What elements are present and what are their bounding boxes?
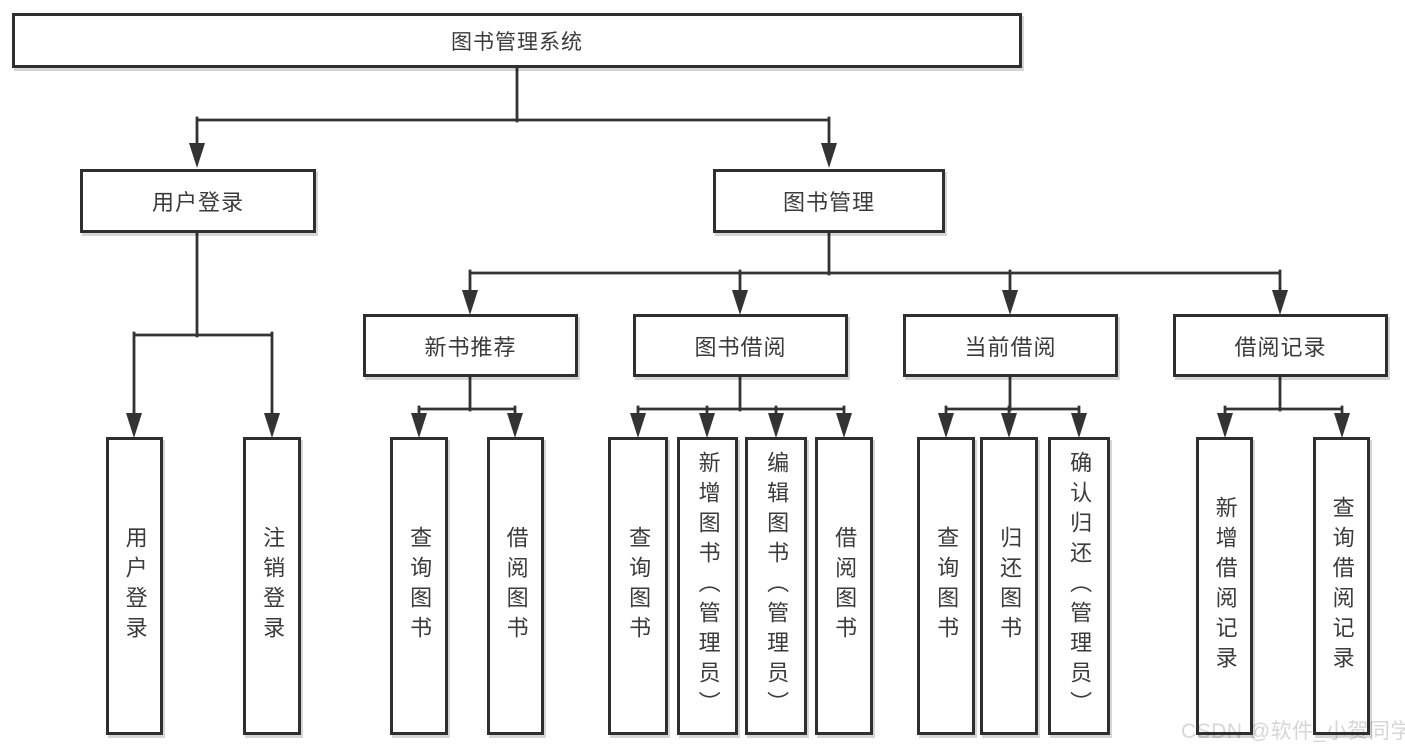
leaf-logout-label: 注销登录 [260, 526, 286, 646]
leaf-bb-add-books-admin: 新增图书（管理员） [677, 437, 738, 735]
node-book-management-label: 图书管理 [782, 190, 875, 215]
leaf-cb-query-books: 查询图书 [917, 437, 975, 735]
leaf-user-login: 用户登录 [106, 437, 163, 735]
leaf-nb-borrow-books-label: 借阅图书 [503, 526, 529, 646]
leaf-user-login-label: 用户登录 [122, 526, 148, 646]
leaf-bb-edit-books-admin: 编辑图书（管理员） [745, 437, 807, 735]
node-book-borrowing: 图书借阅 [633, 314, 848, 377]
arrow-down-icons [126, 143, 1350, 438]
leaf-cb-return-books-label: 归还图书 [997, 526, 1023, 646]
leaf-bb-add-books-admin-label: 新增图书（管理员） [695, 451, 721, 721]
leaf-bb-borrow-books: 借阅图书 [815, 437, 873, 735]
node-book-borrowing-label: 图书借阅 [694, 334, 787, 360]
node-new-book-recommend: 新书推荐 [363, 314, 578, 377]
leaf-cb-query-books-label: 查询图书 [934, 526, 960, 646]
connector-lines [132, 66, 1344, 417]
leaf-rec-query-record: 查询借阅记录 [1313, 437, 1370, 735]
leaf-bb-query-books: 查询图书 [608, 437, 668, 735]
leaf-bb-query-books-label: 查询图书 [626, 526, 652, 646]
node-book-management: 图书管理 [713, 169, 945, 233]
leaf-bb-borrow-books-label: 借阅图书 [832, 526, 858, 646]
node-user-login-label: 用户登录 [151, 190, 244, 215]
leaf-rec-add-record-label: 新增借阅记录 [1212, 496, 1238, 676]
leaf-bb-edit-books-admin-label: 编辑图书（管理员） [764, 451, 790, 721]
node-new-book-recommend-label: 新书推荐 [424, 334, 517, 360]
leaf-rec-query-record-label: 查询借阅记录 [1329, 496, 1355, 676]
node-root-label: 图书管理系统 [451, 30, 583, 54]
leaf-cb-return-books: 归还图书 [980, 437, 1038, 735]
node-user-login: 用户登录 [80, 169, 316, 233]
leaf-cb-confirm-return-admin: 确认归还（管理员） [1048, 437, 1110, 735]
node-borrowing-records: 借阅记录 [1173, 314, 1388, 377]
node-root: 图书管理系统 [12, 13, 1022, 68]
leaf-nb-borrow-books: 借阅图书 [487, 437, 544, 735]
leaf-nb-query-books: 查询图书 [390, 437, 448, 735]
leaf-nb-query-books-label: 查询图书 [407, 526, 433, 646]
leaf-rec-add-record: 新增借阅记录 [1196, 437, 1253, 735]
node-current-borrowing: 当前借阅 [903, 314, 1118, 377]
leaf-logout: 注销登录 [243, 437, 301, 735]
node-current-borrowing-label: 当前借阅 [964, 334, 1057, 360]
leaf-cb-confirm-return-admin-label: 确认归还（管理员） [1067, 451, 1093, 721]
csdn-watermark: CSDN @软件_小贺同学 [1181, 720, 1405, 743]
node-borrowing-records-label: 借阅记录 [1234, 334, 1327, 360]
